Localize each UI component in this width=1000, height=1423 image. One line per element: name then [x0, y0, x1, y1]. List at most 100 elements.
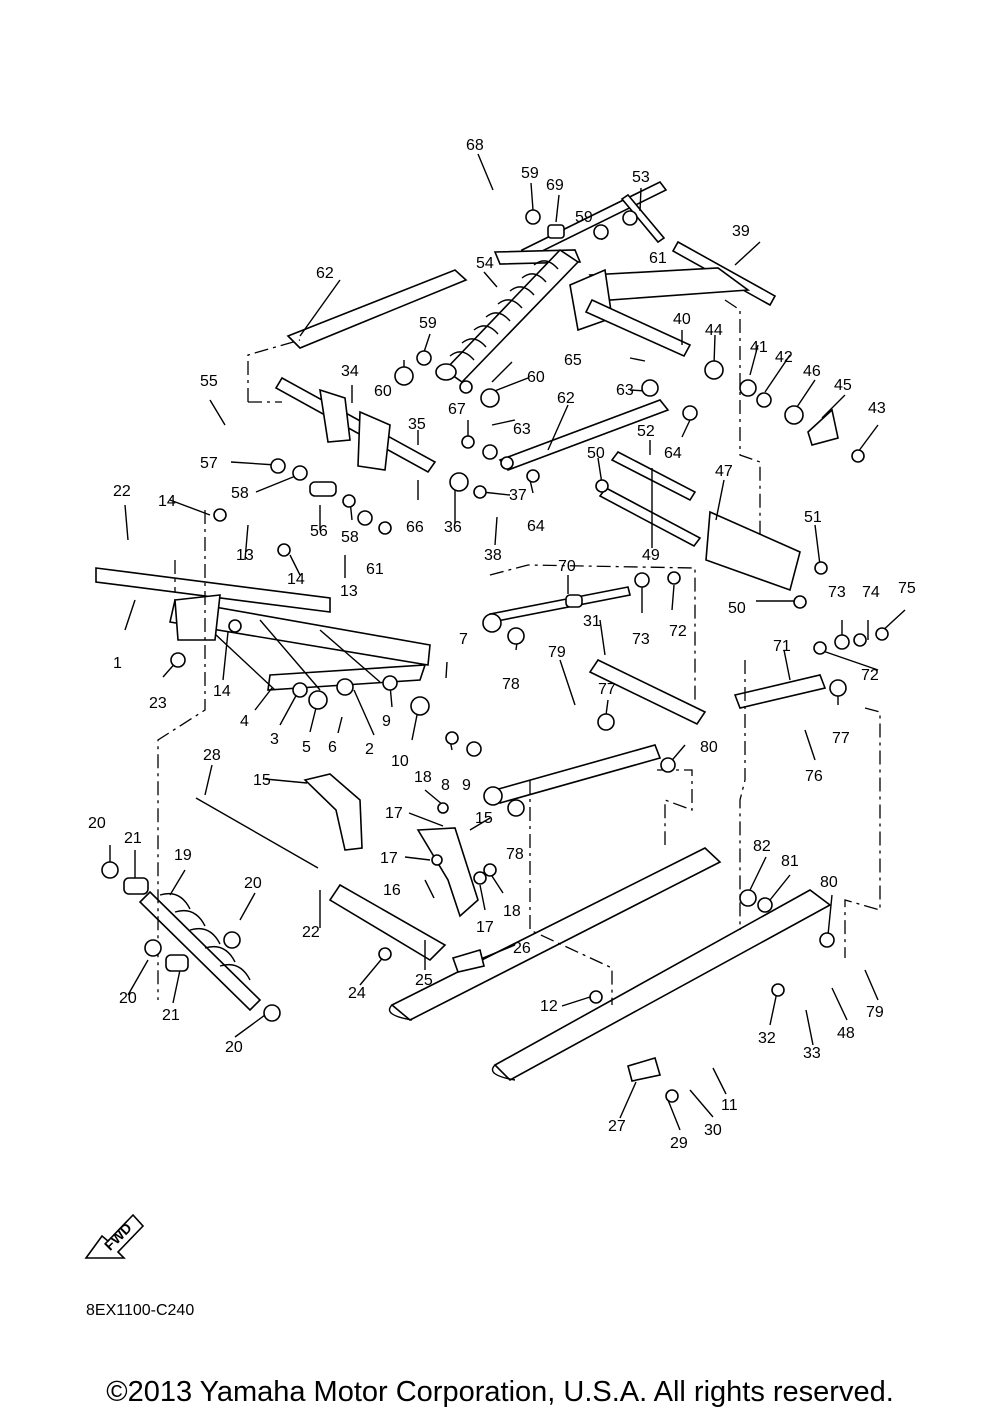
part-label-6: 6: [328, 739, 337, 756]
drawing-code: 8EX1100-C240: [86, 1302, 195, 1319]
part-label-22b: 22: [302, 924, 320, 941]
part-label-43: 43: [868, 400, 886, 417]
part-label-55: 55: [200, 373, 218, 390]
part-label-40: 40: [673, 311, 691, 328]
part-label-5: 5: [302, 739, 311, 756]
part-label-34: 34: [341, 363, 359, 380]
link-62-upper: [286, 269, 468, 349]
part-label-53: 53: [632, 169, 650, 186]
part-label-17a: 17: [385, 805, 403, 822]
copyright-notice: ©2013 Yamaha Motor Corporation, U.S.A. A…: [106, 1376, 894, 1408]
part-label-19: 19: [174, 847, 192, 864]
part-label-64b: 64: [527, 518, 545, 535]
part-label-64a: 64: [664, 445, 682, 462]
part-label-17b: 17: [380, 850, 398, 867]
part-label-11: 11: [721, 1097, 738, 1114]
shaft-49: [598, 486, 702, 548]
part-label-78b: 78: [506, 846, 524, 863]
part-label-24: 24: [348, 985, 366, 1002]
part-label-25: 25: [415, 972, 433, 989]
part-label-35: 35: [408, 416, 426, 433]
part-label-14b: 14: [287, 571, 305, 588]
part-label-80b: 80: [820, 874, 838, 891]
phantom-lines: [157, 299, 881, 1005]
part-label-20b: 20: [244, 875, 262, 892]
part-label-59a: 59: [521, 165, 539, 182]
part-label-21a: 21: [124, 830, 142, 847]
part-label-13b: 13: [340, 583, 358, 600]
part-labels: 1 2 3 4 5 6 7 8 9 9 10 11 12 13 13 14 14…: [88, 137, 916, 1152]
part-label-46: 46: [803, 363, 821, 380]
part-label-15a: 15: [253, 772, 271, 789]
part-label-73b: 73: [828, 584, 846, 601]
part-label-14c: 14: [213, 683, 231, 700]
part-label-79b: 79: [866, 1004, 884, 1021]
part-label-51: 51: [804, 509, 822, 526]
shaft-31: [588, 658, 707, 726]
shock-19: [138, 890, 262, 1012]
part-label-72b: 72: [861, 667, 879, 684]
part-label-33: 33: [803, 1045, 821, 1062]
part-label-63a: 63: [616, 382, 634, 399]
bracket-15: [303, 773, 363, 851]
hardware: [101, 209, 889, 1103]
part-label-23: 23: [149, 695, 167, 712]
part-label-74: 74: [862, 584, 880, 601]
part-label-14a: 14: [158, 493, 176, 510]
part-label-81: 81: [781, 853, 799, 870]
part-label-59c: 59: [419, 315, 437, 332]
part-label-32: 32: [758, 1030, 776, 1047]
part-label-15b: 15: [475, 810, 493, 827]
part-label-39: 39: [732, 223, 750, 240]
part-label-8: 8: [441, 777, 450, 794]
part-label-70: 70: [558, 558, 576, 575]
part-label-77b: 77: [832, 730, 850, 747]
part-label-76: 76: [805, 768, 823, 785]
part-label-58a: 58: [231, 485, 249, 502]
diagram-artwork: [95, 153, 906, 1131]
part-label-73a: 73: [632, 631, 650, 648]
bracket-15-b: [416, 827, 479, 918]
front-frame-1: [95, 567, 431, 691]
part-label-67: 67: [448, 401, 466, 418]
part-label-49: 49: [642, 547, 660, 564]
part-label-17c: 17: [476, 919, 494, 936]
shaft-70: [489, 586, 631, 623]
part-label-21b: 21: [162, 1007, 180, 1024]
part-label-82: 82: [753, 838, 771, 855]
shock-link-80: [493, 744, 662, 804]
part-label-45: 45: [834, 377, 852, 394]
part-label-77a: 77: [598, 681, 616, 698]
part-label-12: 12: [540, 998, 558, 1015]
part-label-69: 69: [546, 177, 564, 194]
part-label-1: 1: [113, 655, 122, 672]
part-label-7: 7: [459, 631, 468, 648]
part-label-47: 47: [715, 463, 733, 480]
shaft-52: [610, 450, 697, 502]
part-label-48: 48: [837, 1025, 855, 1042]
part-label-65: 65: [564, 352, 582, 369]
part-label-59b: 59: [575, 209, 593, 226]
part-label-3: 3: [270, 731, 279, 748]
part-label-28: 28: [203, 747, 221, 764]
part-label-44: 44: [705, 322, 723, 339]
part-label-10: 10: [391, 753, 409, 770]
part-label-22a: 22: [113, 483, 131, 500]
part-label-20c: 20: [119, 990, 137, 1007]
slide-rails: [388, 847, 832, 1081]
part-label-2: 2: [365, 741, 374, 758]
part-label-42: 42: [775, 349, 793, 366]
part-label-62a: 62: [316, 265, 334, 282]
part-label-66: 66: [406, 519, 424, 536]
part-label-26: 26: [513, 940, 531, 957]
leader-lines: [109, 153, 906, 1131]
part-label-30: 30: [704, 1122, 722, 1139]
part-label-36: 36: [444, 519, 462, 536]
part-label-56: 56: [310, 523, 328, 540]
part-label-27: 27: [608, 1118, 626, 1135]
part-label-78a: 78: [502, 676, 520, 693]
part-label-52: 52: [637, 423, 655, 440]
part-label-75: 75: [898, 580, 916, 597]
part-label-54: 54: [476, 255, 494, 272]
